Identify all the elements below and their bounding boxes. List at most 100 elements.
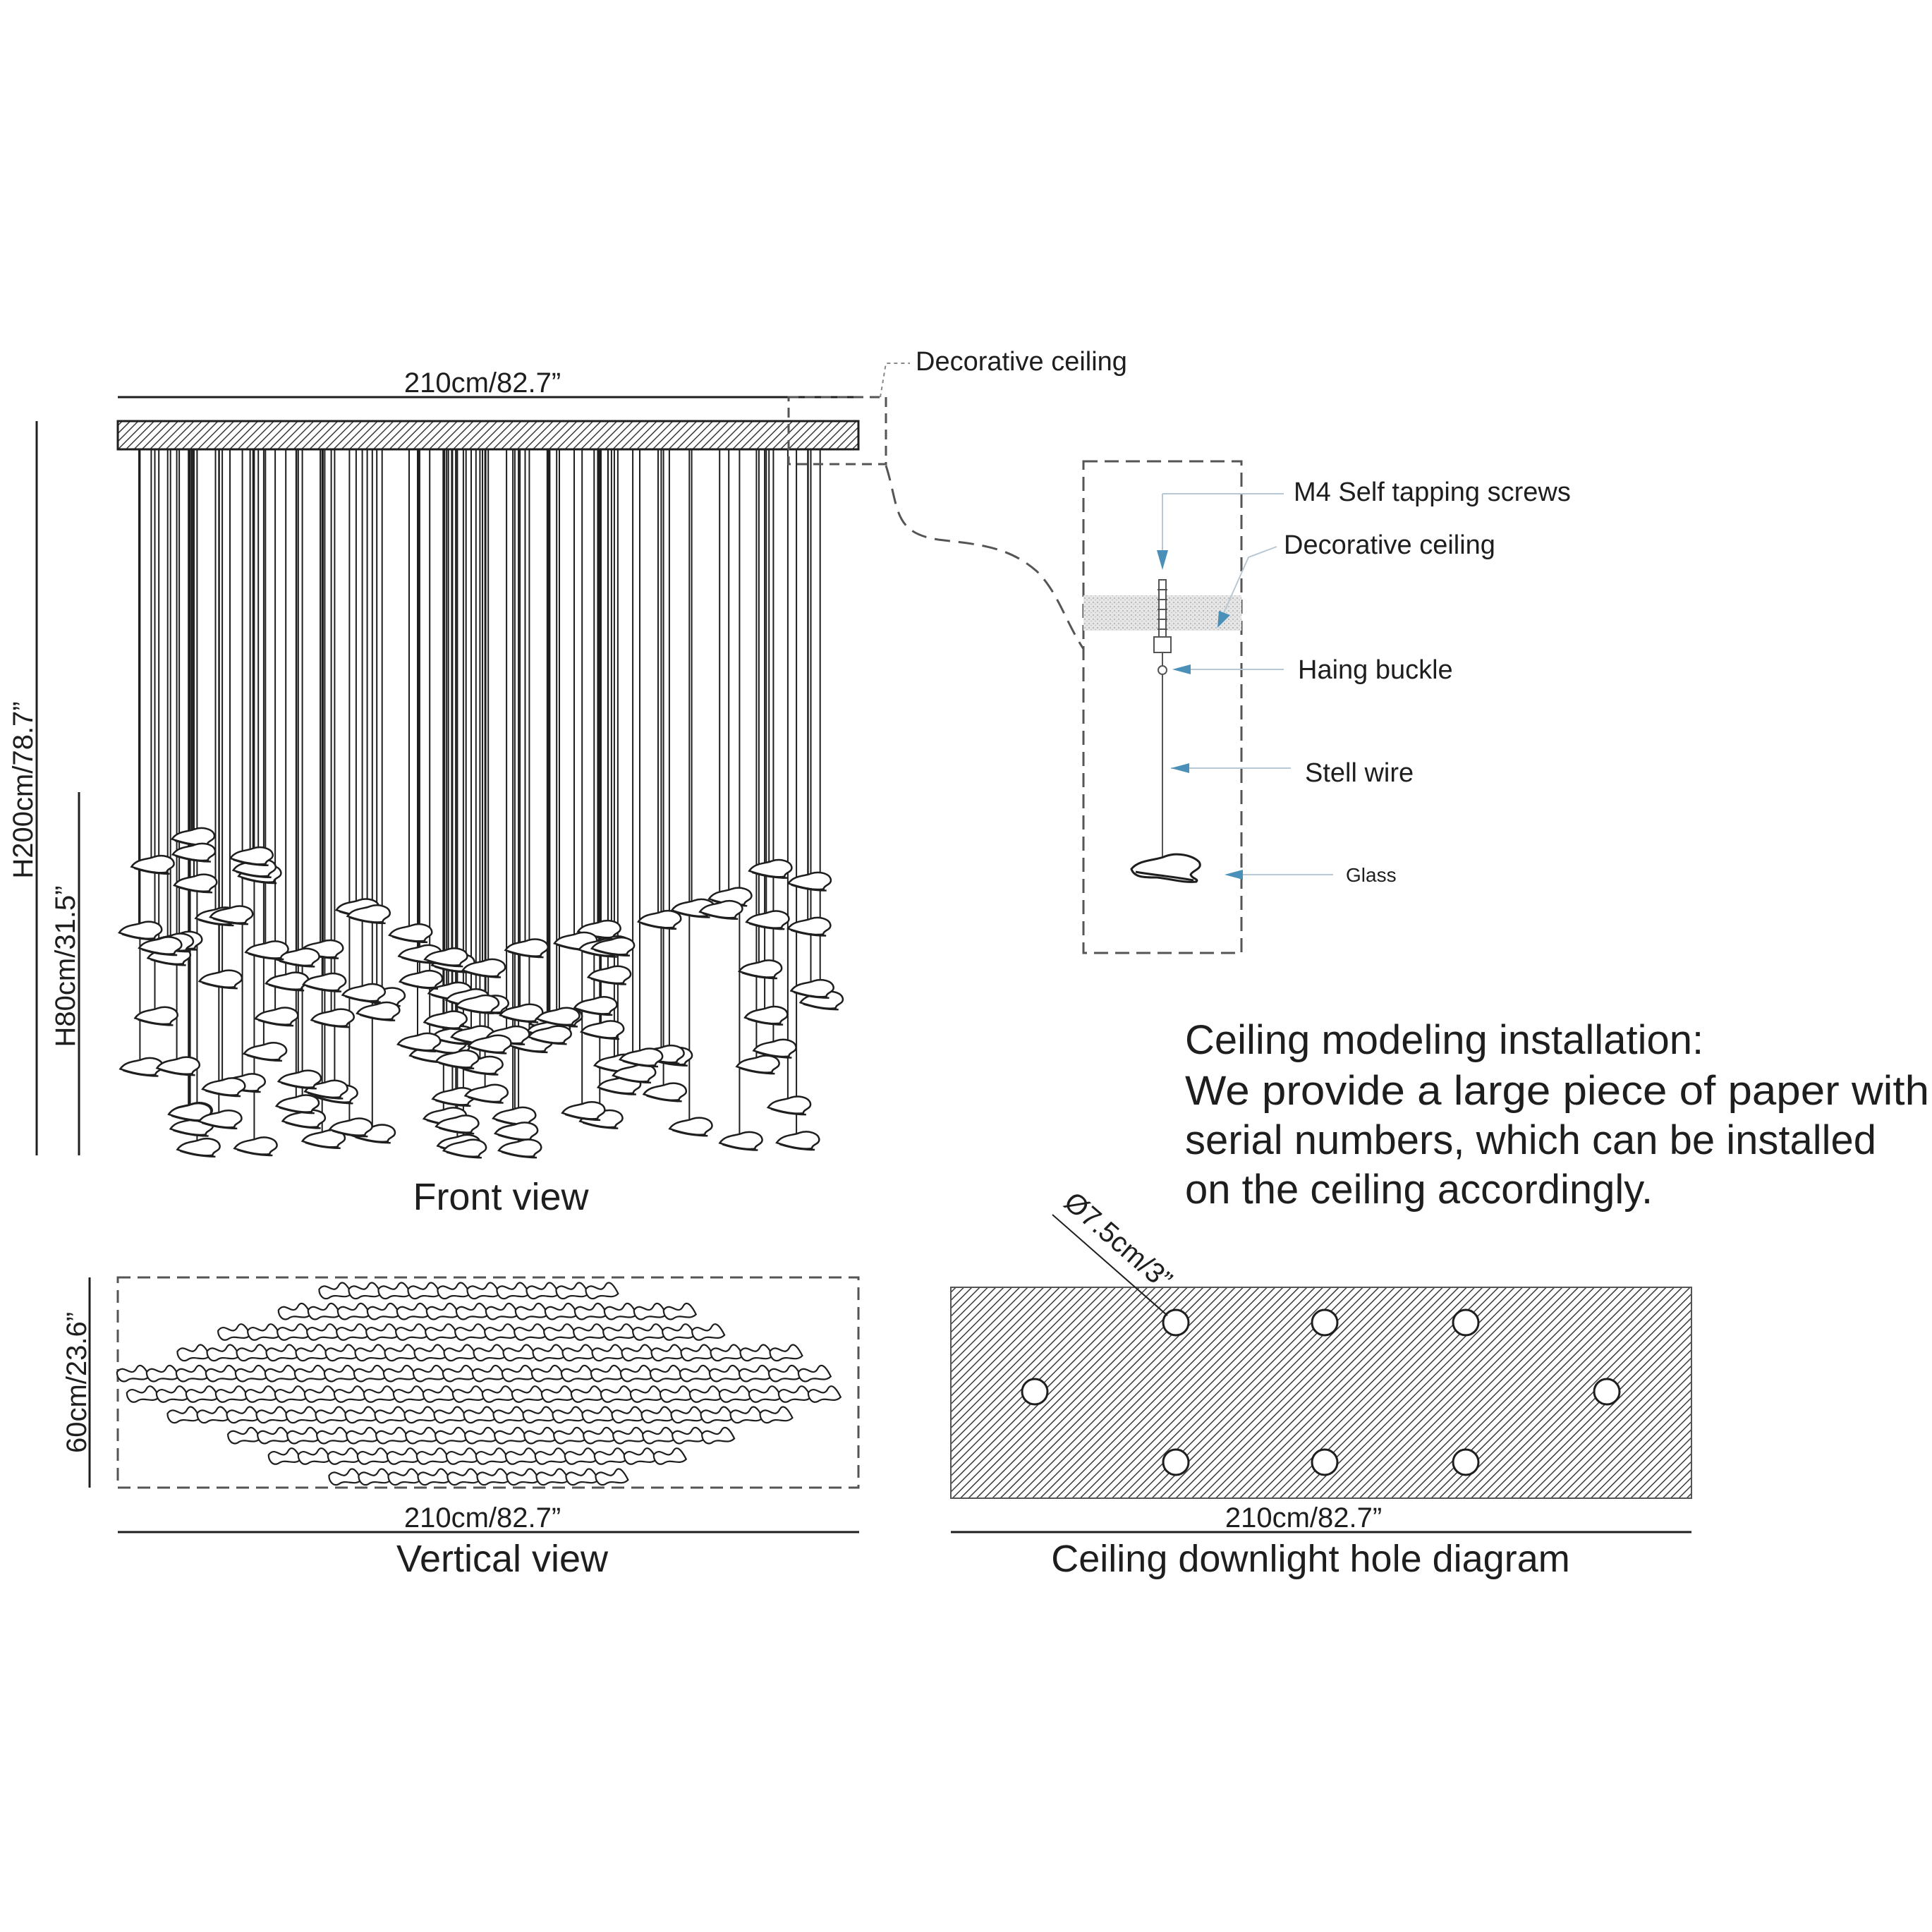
glass-piece bbox=[396, 1032, 442, 1052]
glass-piece bbox=[619, 1047, 664, 1068]
ceiling-callout: Decorative ceiling bbox=[1284, 530, 1495, 560]
glass-plan-piece bbox=[619, 1364, 655, 1383]
glass-plan-piece bbox=[738, 1364, 773, 1383]
glass-piece bbox=[748, 858, 793, 879]
glass-piece bbox=[173, 873, 218, 894]
glass-piece bbox=[561, 1101, 606, 1122]
glass-plan-piece bbox=[581, 1406, 616, 1424]
glass-piece bbox=[229, 846, 274, 867]
glass-piece bbox=[738, 959, 783, 980]
glass-plan-piece bbox=[348, 1282, 382, 1300]
glass-piece bbox=[463, 1083, 509, 1104]
glass-piece bbox=[388, 923, 433, 944]
glass-plan-piece bbox=[353, 1364, 388, 1383]
glass-plan-piece bbox=[464, 1426, 499, 1445]
glass-plan-piece bbox=[649, 1364, 684, 1383]
glass-plan-piece bbox=[573, 1302, 609, 1320]
installation-detail: M4 Self tapping screws Decorative ceilin… bbox=[1082, 460, 1571, 954]
glass-plan-piece bbox=[324, 1344, 359, 1362]
glass-piece bbox=[356, 1001, 401, 1021]
glass-plan-piece bbox=[374, 1406, 408, 1424]
glass-plan-piece bbox=[718, 1385, 753, 1403]
glass-plan-piece bbox=[145, 1364, 181, 1383]
glass-plan-piece bbox=[205, 1364, 240, 1383]
glass-plan-piece bbox=[475, 1447, 510, 1465]
glass-piece bbox=[310, 1008, 355, 1028]
glass-plan-piece bbox=[642, 1426, 676, 1445]
glass-piece bbox=[535, 1007, 581, 1027]
glass-plan-piece bbox=[501, 1364, 536, 1383]
glass-plan-piece bbox=[560, 1364, 595, 1383]
glass-piece bbox=[668, 1117, 713, 1137]
glass-plan-piece bbox=[226, 1406, 260, 1424]
glass-piece bbox=[637, 909, 682, 930]
note-line-2: We provide a large piece of paper with bbox=[1185, 1068, 1929, 1114]
glass-plan-piece bbox=[506, 1468, 540, 1486]
glass-plan-piece bbox=[481, 1385, 516, 1403]
glass-piece bbox=[786, 916, 832, 937]
glass-plan-piece bbox=[445, 1447, 480, 1465]
glass-plan-piece bbox=[407, 1282, 442, 1300]
glass-plan-piece bbox=[155, 1385, 190, 1403]
glass-plan-piece bbox=[328, 1468, 363, 1486]
glass-plan-piece bbox=[476, 1468, 511, 1486]
detail-frame bbox=[1082, 460, 1243, 954]
glass-plan-piece bbox=[629, 1385, 664, 1403]
glass-plan-piece bbox=[443, 1344, 478, 1362]
glass-plan-piece bbox=[403, 1406, 438, 1424]
glass-plan-piece bbox=[306, 1323, 341, 1341]
glass-plan-piece bbox=[247, 1323, 281, 1341]
glass-plan-piece bbox=[382, 1364, 418, 1383]
glass-plan-piece bbox=[595, 1468, 629, 1486]
glass-plan-piece bbox=[603, 1302, 638, 1320]
glass-piece bbox=[233, 1136, 278, 1157]
detail-leaders bbox=[1162, 493, 1333, 875]
glass-plan-piece bbox=[316, 1426, 351, 1445]
glass-plan-piece bbox=[679, 1364, 714, 1383]
glass-piece bbox=[341, 983, 387, 1003]
glass-plan-piece bbox=[593, 1447, 628, 1465]
glass-plan-piece bbox=[466, 1282, 501, 1300]
glass-plan-piece bbox=[257, 1426, 291, 1445]
glass-plan-piece bbox=[688, 1385, 724, 1403]
glass-plan-piece bbox=[175, 1364, 210, 1383]
glass-piece bbox=[155, 1056, 200, 1076]
glass-piece bbox=[493, 1122, 539, 1142]
glass-plan-piece bbox=[277, 1302, 312, 1320]
glass-piece bbox=[766, 1095, 812, 1116]
glass-piece bbox=[198, 969, 243, 990]
glass-piece bbox=[435, 1114, 480, 1135]
downlight-hole bbox=[1162, 1308, 1190, 1337]
vertical-view: 60cm/23.6” 210cm/82.7” Vertical view bbox=[61, 1276, 860, 1580]
glass-plan-piece bbox=[485, 1302, 520, 1320]
total-height-dimension: H200cm/78.7” bbox=[8, 701, 39, 878]
glass-piece bbox=[527, 1025, 572, 1045]
glass-plan-piece bbox=[344, 1406, 379, 1424]
glass-plan-piece bbox=[384, 1344, 418, 1362]
downlight-hole bbox=[1452, 1308, 1480, 1337]
glass-plan-piece bbox=[640, 1406, 675, 1424]
glass-plan-piece bbox=[553, 1426, 588, 1445]
glass-piece bbox=[499, 1003, 544, 1023]
glass-plan-piece bbox=[600, 1385, 635, 1403]
glass-piece bbox=[580, 1020, 625, 1040]
glass-plan-piece bbox=[323, 1364, 358, 1383]
note-line-4: on the ceiling accordingly. bbox=[1185, 1167, 1653, 1213]
glass-piece bbox=[274, 1094, 320, 1114]
downlight-hole bbox=[1593, 1378, 1621, 1406]
glass-plan-piece bbox=[277, 1323, 311, 1341]
glass-piece bbox=[707, 887, 753, 907]
glass-plan-piece bbox=[387, 1468, 422, 1486]
glass-plan-piece bbox=[227, 1426, 262, 1445]
glass-piece bbox=[265, 971, 310, 992]
glass-plan-piece bbox=[425, 1323, 459, 1341]
glass-plan-piece bbox=[672, 1426, 706, 1445]
glass-plan-piece bbox=[327, 1447, 362, 1465]
glass-piece bbox=[244, 940, 289, 961]
glass-plan-piece bbox=[700, 1406, 734, 1424]
glass-piece bbox=[209, 905, 254, 925]
glass-piece bbox=[346, 904, 391, 925]
glass-plan-piece bbox=[413, 1344, 448, 1362]
glass-callout: Glass bbox=[1346, 864, 1397, 886]
glass-plan-piece bbox=[176, 1344, 211, 1362]
